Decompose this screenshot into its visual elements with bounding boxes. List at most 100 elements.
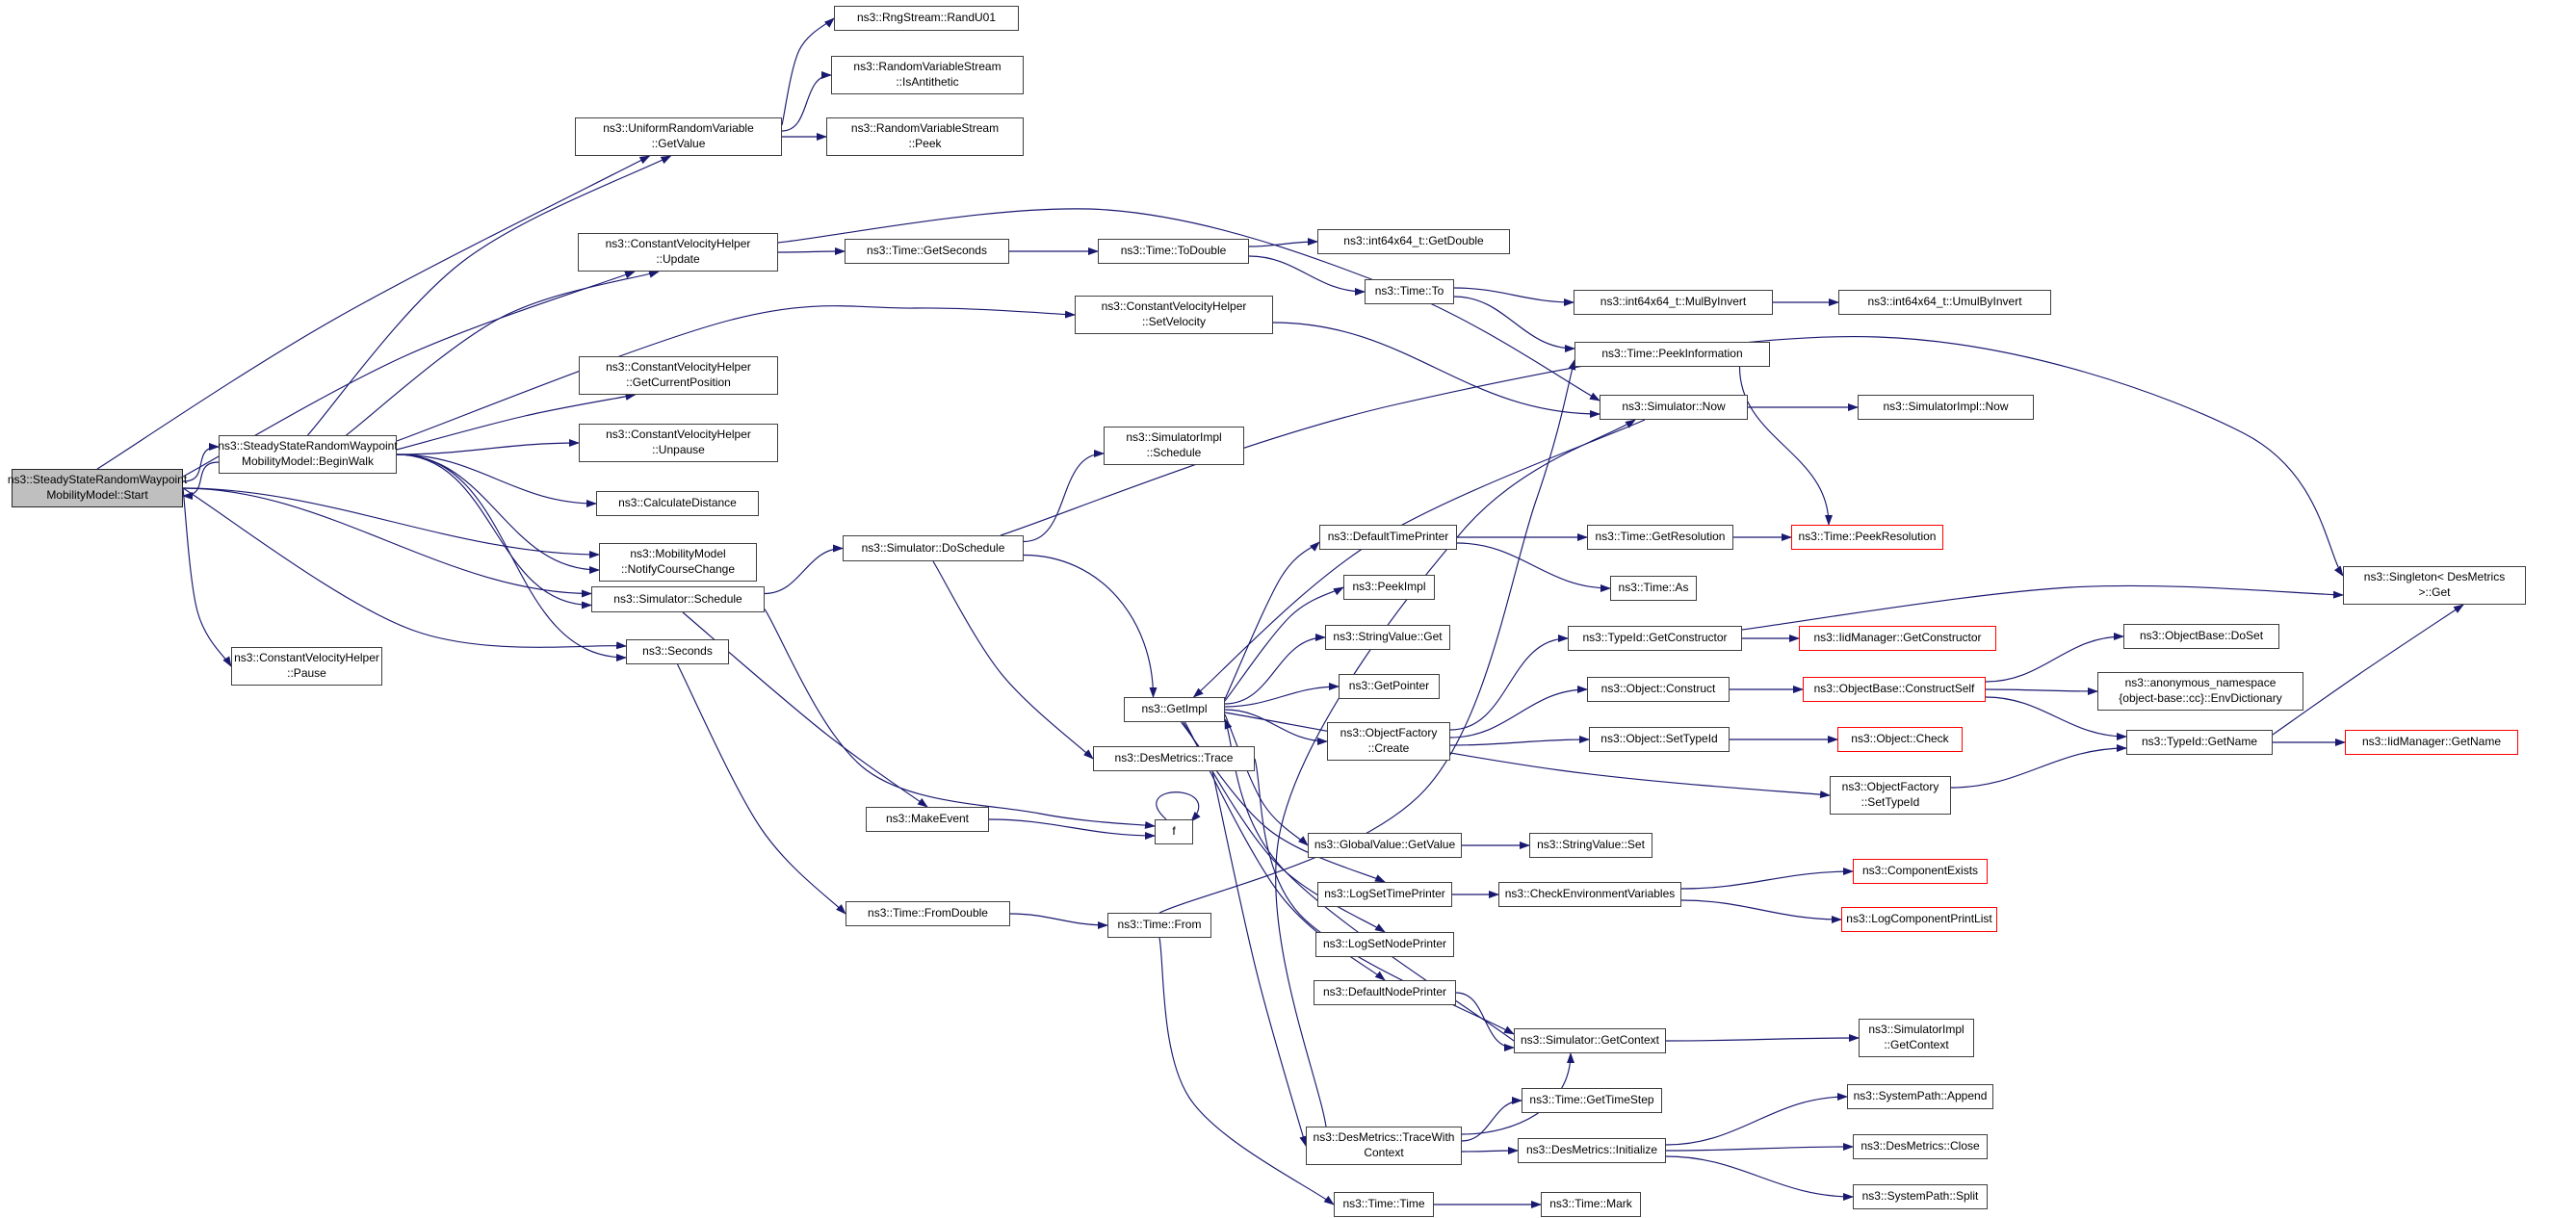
node-label: ns3::Time::FromDouble xyxy=(868,906,988,920)
node-label: ns3::IidManager::GetName xyxy=(2361,735,2502,749)
node-systempath_split[interactable]: ns3::SystemPath::Split xyxy=(1853,1184,1988,1209)
node-object_construct[interactable]: ns3::Object::Construct xyxy=(1587,677,1730,702)
edge-beginwalk-to-calculatedistance xyxy=(396,454,597,507)
node-defaultnodeprinter[interactable]: ns3::DefaultNodePrinter xyxy=(1314,980,1456,1005)
node-objectbase_doset[interactable]: ns3::ObjectBase::DoSet xyxy=(2123,624,2279,649)
node-iid_getconstructor[interactable]: ns3::IidManager::GetConstructor xyxy=(1799,626,1996,651)
edge-f-to-f xyxy=(1156,791,1201,822)
edge-beginwalk-to-seconds xyxy=(396,454,627,661)
node-systempath_append[interactable]: ns3::SystemPath::Append xyxy=(1847,1084,1993,1109)
edge-tracewithcontext-to-simulator_now xyxy=(1275,419,1636,1127)
node-getcurrentposition[interactable]: ns3::ConstantVelocityHelper::GetCurrentP… xyxy=(579,356,778,395)
node-label: {object-base::cc}::EnvDictionary xyxy=(2119,691,2282,705)
node-doschedule[interactable]: ns3::Simulator::DoSchedule xyxy=(843,535,1024,561)
node-label: ns3::Time::GetTimeStep xyxy=(1529,1093,1654,1107)
node-notifycoursechange[interactable]: ns3::MobilityModel::NotifyCourseChange xyxy=(599,543,757,582)
node-typeid_getname[interactable]: ns3::TypeId::GetName xyxy=(2126,730,2273,755)
node-mulbyinvert[interactable]: ns3::int64x64_t::MulByInvert xyxy=(1574,290,1773,315)
node-componentexists[interactable]: ns3::ComponentExists xyxy=(1853,859,1988,884)
node-stringvalue_set[interactable]: ns3::StringValue::Set xyxy=(1529,833,1652,858)
node-label: ns3::CalculateDistance xyxy=(618,496,737,510)
node-simulator_now[interactable]: ns3::Simulator::Now xyxy=(1600,395,1748,420)
node-label: ns3::Time::To xyxy=(1374,284,1444,298)
node-logcomponentprintlist[interactable]: ns3::LogComponentPrintList xyxy=(1841,907,1997,932)
node-umulbyinvert[interactable]: ns3::int64x64_t::UmulByInvert xyxy=(1838,290,2051,315)
node-peekresolution[interactable]: ns3::Time::PeekResolution xyxy=(1791,525,1943,550)
edge-sim_schedule-to-doschedule xyxy=(764,544,844,595)
node-logsetnodeprinter[interactable]: ns3::LogSetNodePrinter xyxy=(1315,932,1454,957)
node-label: ns3::TypeId::GetConstructor xyxy=(1582,631,1728,645)
node-getimpl[interactable]: ns3::GetImpl xyxy=(1124,697,1225,722)
node-default_time_printer[interactable]: ns3::DefaultTimePrinter xyxy=(1319,525,1457,550)
node-getvalue[interactable]: ns3::UniformRandomVariable::GetValue xyxy=(575,117,782,156)
node-label: ns3::CheckEnvironmentVariables xyxy=(1504,887,1676,901)
node-stringvalue_get[interactable]: ns3::StringValue::Get xyxy=(1325,625,1450,650)
edge-beginwalk-to-update xyxy=(346,270,660,436)
node-label: ns3::RandomVariableStream xyxy=(853,60,1002,74)
node-label: Context xyxy=(1364,1146,1404,1159)
edge-beginwalk-to-getcurrentposition xyxy=(396,392,637,451)
edge-beginwalk-to-setvelocity xyxy=(396,305,1076,442)
node-time_gettimestep[interactable]: ns3::Time::GetTimeStep xyxy=(1522,1088,1662,1113)
node-pause[interactable]: ns3::ConstantVelocityHelper::Pause xyxy=(231,647,382,686)
node-objectfactory_create[interactable]: ns3::ObjectFactory::Create xyxy=(1327,722,1450,761)
node-getseconds[interactable]: ns3::Time::GetSeconds xyxy=(845,239,1009,264)
node-fromdouble[interactable]: ns3::Time::FromDouble xyxy=(846,901,1010,926)
node-randu01[interactable]: ns3::RngStream::RandU01 xyxy=(834,6,1019,31)
node-time_time[interactable]: ns3::Time::Time xyxy=(1334,1192,1434,1217)
node-simimpl_getcontext[interactable]: ns3::SimulatorImpl::GetContext xyxy=(1859,1019,1974,1057)
node-simimpl_schedule[interactable]: ns3::SimulatorImpl::Schedule xyxy=(1104,427,1244,465)
node-update[interactable]: ns3::ConstantVelocityHelper::Update xyxy=(578,233,778,272)
node-simimpl_now[interactable]: ns3::SimulatorImpl::Now xyxy=(1858,395,2034,420)
node-trace[interactable]: ns3::DesMetrics::Trace xyxy=(1093,746,1255,771)
node-int64_getdouble[interactable]: ns3::int64x64_t::GetDouble xyxy=(1317,229,1510,254)
node-label: ns3::Time::As xyxy=(1618,581,1689,595)
edge-beginwalk-to-notifycoursechange xyxy=(396,454,600,574)
node-time_as[interactable]: ns3::Time::As xyxy=(1610,576,1697,601)
node-time_getresolution[interactable]: ns3::Time::GetResolution xyxy=(1587,525,1733,550)
node-time_mark[interactable]: ns3::Time::Mark xyxy=(1541,1192,1641,1217)
node-label: ::GetCurrentPosition xyxy=(626,376,731,389)
node-label: ns3::ConstantVelocityHelper xyxy=(605,237,751,251)
edge-beginwalk-to-getvalue xyxy=(307,155,672,436)
node-unpause[interactable]: ns3::ConstantVelocityHelper::Unpause xyxy=(579,424,778,462)
node-label: ns3::MakeEvent xyxy=(885,812,970,826)
node-desmetrics_init[interactable]: ns3::DesMetrics::Initialize xyxy=(1518,1138,1666,1163)
node-logsettimeprinter[interactable]: ns3::LogSetTimePrinter xyxy=(1317,882,1452,907)
node-sim_schedule[interactable]: ns3::Simulator::Schedule xyxy=(591,586,765,612)
node-constructself[interactable]: ns3::ObjectBase::ConstructSelf xyxy=(1803,677,1986,702)
node-label: ns3::int64x64_t::UmulByInvert xyxy=(1867,295,2022,309)
node-object_check[interactable]: ns3::Object::Check xyxy=(1837,727,1963,752)
node-calculatedistance[interactable]: ns3::CalculateDistance xyxy=(596,491,759,516)
node-makeevent[interactable]: ns3::MakeEvent xyxy=(866,807,989,832)
node-desmetrics_close[interactable]: ns3::DesMetrics::Close xyxy=(1853,1134,1988,1159)
node-envdict[interactable]: ns3::anonymous_namespace{object-base::cc… xyxy=(2097,672,2303,711)
node-todouble[interactable]: ns3::Time::ToDouble xyxy=(1098,239,1249,264)
node-time_from[interactable]: ns3::Time::From xyxy=(1107,913,1211,938)
node-globalvalue_getvalue[interactable]: ns3::GlobalValue::GetValue xyxy=(1308,833,1462,858)
node-checkenv[interactable]: ns3::CheckEnvironmentVariables xyxy=(1498,882,1681,907)
node-iid_getname[interactable]: ns3::IidManager::GetName xyxy=(2345,730,2518,755)
node-getpointer[interactable]: ns3::GetPointer xyxy=(1339,674,1440,699)
edge-getimpl-to-globalvalue_getvalue xyxy=(1224,713,1309,846)
node-singleton_get[interactable]: ns3::Singleton< DesMetrics>::Get xyxy=(2343,566,2526,605)
node-label: ::Create xyxy=(1367,741,1410,755)
node-peekimpl[interactable]: ns3::PeekImpl xyxy=(1343,575,1435,600)
node-peekinformation[interactable]: ns3::Time::PeekInformation xyxy=(1574,342,1770,367)
node-label: ns3::SteadyStateRandomWaypoint xyxy=(7,473,188,487)
node-f[interactable]: f xyxy=(1155,819,1193,844)
node-seconds[interactable]: ns3::Seconds xyxy=(626,639,729,664)
node-time_to[interactable]: ns3::Time::To xyxy=(1365,279,1454,304)
node-sim_getcontext[interactable]: ns3::Simulator::GetContext xyxy=(1514,1028,1666,1053)
node-setvelocity[interactable]: ns3::ConstantVelocityHelper::SetVelocity xyxy=(1075,296,1273,334)
node-rvs_peek[interactable]: ns3::RandomVariableStream::Peek xyxy=(826,117,1024,156)
node-label: ns3::int64x64_t::GetDouble xyxy=(1343,234,1484,248)
node-typeid_getconstructor[interactable]: ns3::TypeId::GetConstructor xyxy=(1568,626,1742,651)
node-object_settypeid[interactable]: ns3::Object::SetTypeId xyxy=(1589,727,1730,752)
node-objectfactory_settypeid[interactable]: ns3::ObjectFactory::SetTypeId xyxy=(1830,776,1951,815)
node-isantithetic[interactable]: ns3::RandomVariableStream::IsAntithetic xyxy=(831,56,1024,94)
node-label: ns3::LogSetNodePrinter xyxy=(1322,937,1447,951)
